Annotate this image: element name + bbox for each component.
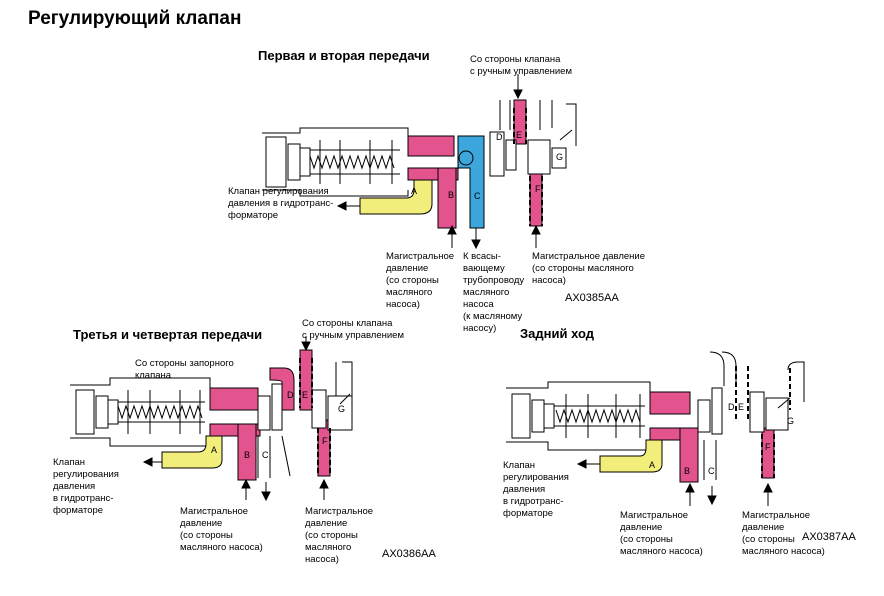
panel1-line-pressure-label-2: Магистральное давление (со стороны масля… (532, 251, 646, 286)
port-F: F (765, 442, 771, 452)
port-D: D (496, 132, 503, 142)
panel1-figure-code: AX0385AA (565, 292, 619, 304)
panel2-port-letters: A B C D E F G (211, 390, 345, 460)
panel2-manual-valve-label: Со стороны клапана с ручным управлением (302, 318, 404, 341)
panel3-line-pressure-label-2: Магистральное давление (со стороны масля… (742, 510, 825, 557)
port-F: F (322, 436, 328, 446)
port-C: C (262, 450, 269, 460)
port-G: G (338, 404, 345, 414)
port-E: E (738, 402, 744, 412)
panel1-manual-valve-label: Со стороны клапана с ручным управлением (470, 54, 572, 77)
panel3-figure-code: AX0387AA (802, 531, 856, 543)
port-B: B (244, 450, 250, 460)
panel3-line-pressure-label-1: Магистральное давление (со стороны масля… (620, 510, 703, 557)
panel2-converter-valve-label: Клапан регулирования давления в гидротра… (53, 457, 119, 516)
panel2-figure-code: AX0386AA (382, 548, 436, 560)
panel2-check-valve-label: Со стороны запорного клапана (135, 358, 234, 381)
port-A: A (411, 186, 417, 196)
panel1-converter-valve-label: Клапан регулирования давления в гидротра… (228, 186, 334, 221)
port-B: B (684, 466, 690, 476)
port-G: G (787, 416, 794, 426)
port-G: G (556, 152, 563, 162)
port-E: E (302, 390, 308, 400)
port-A: A (211, 445, 217, 455)
panel3-converter-valve-label: Клапан регулирования давления в гидротра… (503, 460, 569, 519)
panel2-heading: Третья и четвертая передачи (73, 327, 263, 342)
panel3-port-letters: A B C D E F G (649, 402, 794, 476)
port-B: B (448, 190, 454, 200)
panel2-line-pressure-label-2: Магистральное давление (со стороны масля… (305, 506, 374, 565)
port-D: D (287, 390, 294, 400)
panel1-heading: Первая и вторая передачи (258, 48, 430, 63)
port-C: C (708, 466, 715, 476)
panel1-suction-label: К всасы- вающему трубопроводу масляного … (463, 251, 525, 334)
panel3-heading: Задний ход (520, 326, 595, 341)
port-C: C (474, 191, 481, 201)
page-title: Регулирующий клапан (28, 8, 242, 29)
port-F: F (535, 184, 541, 194)
panel2-line-pressure-label-1: Магистральное давление (со стороны масля… (180, 506, 263, 553)
port-A: A (649, 460, 655, 470)
port-E: E (516, 130, 522, 140)
port-D: D (728, 402, 735, 412)
panel1-line-pressure-label-1: Магистральное давление (со стороны масля… (386, 251, 455, 310)
panel1-port-letters: A B C D E F G (411, 130, 563, 201)
